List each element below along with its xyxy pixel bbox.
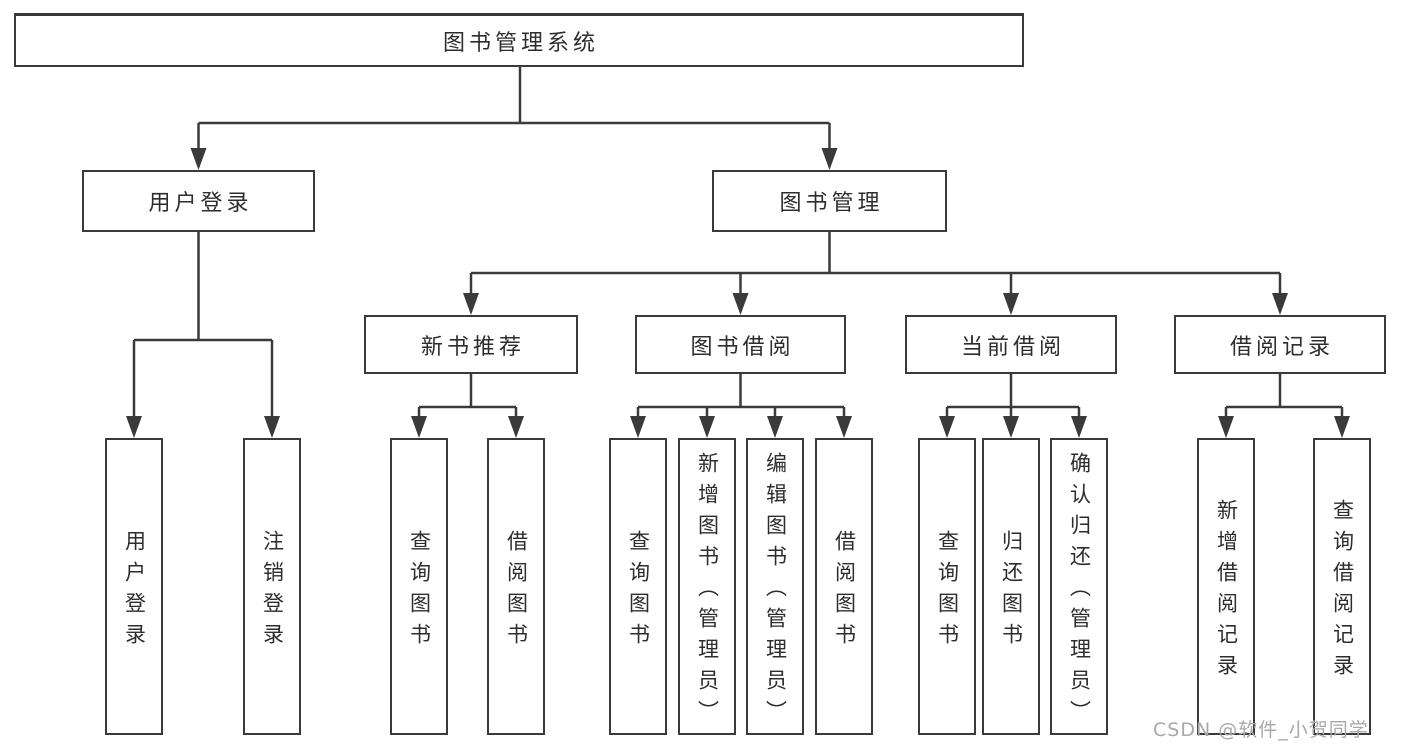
node-new-book-recommendation: 新书推荐 bbox=[364, 315, 578, 374]
arrow-down-icon bbox=[264, 416, 280, 438]
leaf-query-books-current: 查询图书 bbox=[918, 438, 976, 735]
node-label: 新增图书（管理员） bbox=[695, 452, 720, 731]
leaf-add-borrow-record: 新增借阅记录 bbox=[1197, 438, 1255, 735]
node-label: 图书管理 bbox=[779, 191, 884, 216]
arrow-down-icon bbox=[411, 416, 427, 438]
node-label: 用户登录 bbox=[122, 529, 147, 654]
node-borrowing-records: 借阅记录 bbox=[1174, 315, 1386, 374]
leaf-return-books: 归还图书 bbox=[982, 438, 1040, 735]
leaf-edit-book-admin: 编辑图书（管理员） bbox=[746, 438, 804, 735]
node-book-borrowing: 图书借阅 bbox=[635, 315, 846, 374]
node-label: 查询图书 bbox=[626, 529, 651, 654]
node-label: 借阅图书 bbox=[504, 529, 529, 654]
arrow-down-icon bbox=[836, 416, 852, 438]
connector-root-to-level2 bbox=[197, 67, 831, 166]
node-label: 用户登录 bbox=[148, 191, 253, 216]
arrow-down-icon bbox=[1003, 416, 1019, 438]
node-label: 新书推荐 bbox=[420, 334, 525, 360]
node-label: 查询借阅记录 bbox=[1330, 498, 1355, 685]
arrow-down-icon bbox=[463, 293, 479, 315]
arrow-down-icon bbox=[508, 416, 524, 438]
arrow-down-icon bbox=[767, 416, 783, 438]
node-label: 确认归还（管理员） bbox=[1067, 452, 1092, 731]
arrow-down-icon bbox=[190, 148, 207, 170]
arrow-down-icon bbox=[939, 416, 955, 438]
node-label: 借阅图书 bbox=[832, 529, 857, 654]
node-label: 注销登录 bbox=[260, 529, 285, 654]
leaf-query-books-borrowing: 查询图书 bbox=[609, 438, 667, 735]
node-label: 新增借阅记录 bbox=[1214, 498, 1239, 685]
leaf-add-book-admin: 新增图书（管理员） bbox=[678, 438, 736, 735]
watermark: CSDN @软件_小贺同学 bbox=[1153, 719, 1369, 741]
node-library-management-system: 图书管理系统 bbox=[14, 13, 1024, 67]
arrow-down-icon bbox=[699, 416, 715, 438]
arrow-down-icon bbox=[630, 416, 646, 438]
leaf-logout: 注销登录 bbox=[243, 438, 301, 735]
node-book-management: 图书管理 bbox=[712, 170, 947, 232]
node-label: 图书借阅 bbox=[690, 334, 795, 360]
leaf-query-books-recommendation: 查询图书 bbox=[390, 438, 448, 735]
connector-book-mgmt-children bbox=[469, 232, 1282, 311]
leaf-query-borrow-record: 查询借阅记录 bbox=[1313, 438, 1371, 735]
node-label: 归还图书 bbox=[999, 529, 1024, 654]
arrow-down-icon bbox=[1071, 416, 1087, 438]
arrow-down-icon bbox=[732, 293, 749, 315]
node-label: 图书管理系统 bbox=[442, 30, 599, 56]
arrow-down-icon bbox=[1334, 416, 1350, 438]
connector-book-borrow-children bbox=[636, 374, 846, 434]
node-label: 查询图书 bbox=[407, 529, 432, 654]
leaf-confirm-return-admin: 确认归还（管理员） bbox=[1050, 438, 1108, 735]
leaf-borrow-books-recommendation: 借阅图书 bbox=[487, 438, 545, 735]
arrow-down-icon bbox=[126, 416, 142, 438]
node-user-login: 用户登录 bbox=[82, 170, 315, 232]
arrow-down-icon bbox=[1272, 293, 1288, 315]
arrow-down-icon bbox=[1218, 416, 1234, 438]
leaf-borrow-books-borrowing: 借阅图书 bbox=[815, 438, 873, 735]
node-label: 当前借阅 bbox=[960, 334, 1065, 360]
connector-borrow-record-children bbox=[1224, 374, 1344, 434]
connector-new-book-rec-children bbox=[417, 374, 518, 434]
arrow-down-icon bbox=[821, 148, 838, 170]
node-label: 借阅记录 bbox=[1229, 334, 1334, 360]
node-label: 编辑图书（管理员） bbox=[763, 452, 788, 731]
connector-user-login-children bbox=[132, 232, 274, 434]
node-current-borrowing: 当前借阅 bbox=[905, 315, 1117, 374]
leaf-user-login: 用户登录 bbox=[105, 438, 163, 735]
node-label: 查询图书 bbox=[935, 529, 960, 654]
arrow-down-icon bbox=[1003, 293, 1019, 315]
arrowheads bbox=[126, 148, 1350, 438]
